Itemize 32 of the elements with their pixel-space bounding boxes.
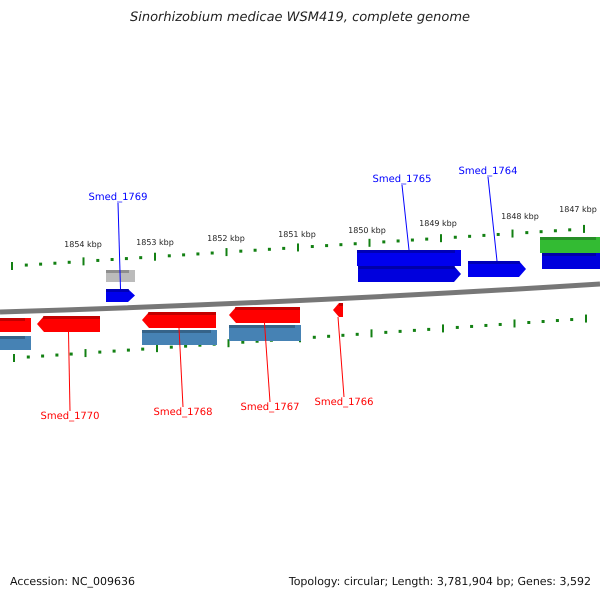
leader-line [178, 328, 184, 408]
footer-text: Accession: NC_009636 [10, 575, 136, 588]
gene-label: Smed_1770 [40, 411, 100, 422]
gene-feature [37, 316, 100, 332]
scale-label: 1851 kbp [278, 230, 316, 239]
scale-label: 1854 kbp [64, 240, 102, 249]
leader-line [338, 316, 344, 398]
title: Sinorhizobium medicae WSM419, complete genome [128, 10, 472, 25]
gene-label: Smed_1764 [458, 166, 518, 177]
gene-label: Smed_1765 [372, 174, 432, 185]
leader-line [264, 322, 270, 402]
leader-line [488, 176, 498, 262]
scale-label: 1852 kbp [207, 234, 245, 243]
gene-feature [333, 303, 343, 317]
scale-label: 1853 kbp [136, 238, 174, 247]
leader-line [68, 332, 70, 412]
gene-feature [229, 307, 300, 323]
gene-feature [468, 261, 526, 277]
gene-feature [357, 250, 461, 266]
gene-label: Smed_1767 [240, 402, 300, 413]
leader-line [118, 202, 121, 290]
leader-line [402, 184, 410, 250]
gene-label: Smed_1766 [314, 397, 374, 408]
scale-label: 1848 kbp [501, 212, 539, 221]
gene-label: Smed_1769 [88, 192, 148, 203]
scale-label: 1850 kbp [348, 226, 386, 235]
scale-label: 1849 kbp [419, 219, 457, 228]
footer-text: Topology: circular; Length: 3,781,904 bp; Genes: 3,592 [288, 575, 591, 588]
gene-feature [142, 312, 216, 328]
gene-label: Smed_1768 [153, 407, 213, 418]
scale-label: 1847 kbp [559, 205, 597, 214]
gene-feature [106, 289, 135, 302]
